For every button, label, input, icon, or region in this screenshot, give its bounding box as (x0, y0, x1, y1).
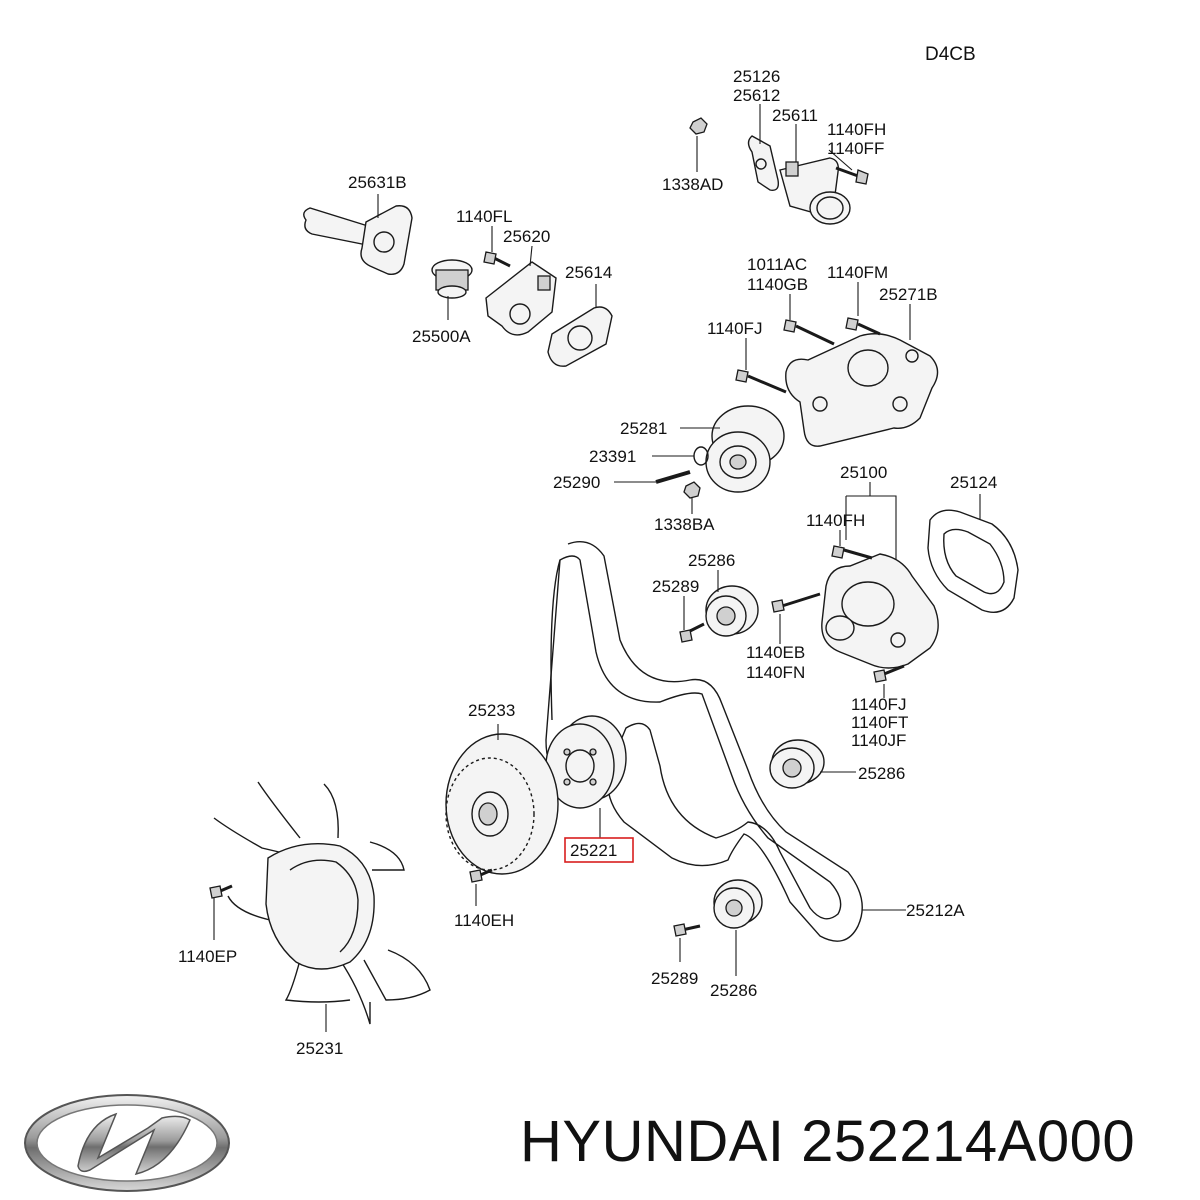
callout-25212A: 25212A (906, 901, 965, 920)
cooling-fan-25231 (213, 781, 431, 1025)
callout-1140FF: 1140FF (827, 139, 884, 158)
callout-25271B: 25271B (879, 285, 938, 304)
callout-25289-upper: 25289 (652, 577, 699, 596)
callout-25500A: 25500A (412, 327, 471, 346)
callout-1140FL: 1140FL (456, 207, 512, 226)
bolt-1140FH-mid (831, 545, 873, 560)
callout-25233: 25233 (468, 701, 515, 720)
tensioner-assembly-25281 (705, 405, 785, 493)
bolt-25289-lower (673, 923, 701, 937)
callout-25612: 25612 (733, 86, 780, 105)
bolt-1140FJ-upper (735, 369, 787, 394)
footer-title: HYUNDAI 252214A000 (520, 1109, 1136, 1174)
tensioner-bracket-25271B (785, 333, 939, 447)
callout-1140FH-top: 1140FH (827, 120, 886, 139)
bolt-25289-upper (679, 622, 705, 643)
callout-25100: 25100 (840, 463, 887, 482)
gasket-25614 (547, 306, 613, 367)
coolant-inlet-pipe-25631B (303, 205, 413, 275)
idler-pulley-25286-lower (713, 879, 763, 929)
footer: HYUNDAI 252214A000 (0, 1080, 1200, 1200)
engine-code-label: D4CB (925, 44, 976, 65)
bolt-1011AC (783, 319, 835, 346)
callout-25126: 25126 (733, 67, 780, 86)
callout-1140FN: 1140FN (746, 663, 805, 682)
callout-25286-lower: 25286 (710, 981, 757, 1000)
callout-25614: 25614 (565, 263, 612, 282)
callout-1011AC: 1011AC (747, 255, 807, 274)
callout-1140EH: 1140EH (454, 911, 514, 930)
fan-clutch-25233 (445, 733, 559, 875)
nut-1338BA (683, 481, 701, 499)
callout-1140FJ-lower: 1140FJ (851, 695, 906, 714)
callout-25221: 25221 (570, 841, 617, 860)
callout-1140EB: 1140EB (746, 643, 805, 662)
callout-25289-lower: 25289 (651, 969, 698, 988)
thermostat-housing-outlet (747, 135, 851, 225)
water-pump-25100 (821, 553, 939, 669)
callout-25620: 25620 (503, 227, 550, 246)
callout-25281: 25281 (620, 419, 667, 438)
idler-pulley-25286-mid (769, 739, 825, 789)
callout-25286-mid: 25286 (858, 764, 905, 783)
bolt-25290 (655, 470, 691, 484)
callout-1140EP: 1140EP (178, 947, 237, 966)
callout-1140JF: 1140JF (851, 731, 906, 750)
bolt-1338AD (689, 117, 708, 135)
callout-1338AD: 1338AD (662, 175, 723, 194)
drive-belt-25212A (545, 541, 863, 942)
callout-1140FJ-upper: 1140FJ (707, 319, 762, 338)
thermostat-25500A (431, 259, 473, 299)
highlight-box-25221 (564, 837, 634, 863)
exploded-parts-diagram: D4CB 25126 25612 25611 1140FH 1140FF 133… (178, 44, 1019, 1058)
bolt-1140EP (209, 884, 233, 899)
callout-1140FT: 1140FT (851, 713, 908, 732)
callout-1140FH-mid: 1140FH (806, 511, 865, 530)
bolt-1140FL (483, 251, 511, 268)
bolt-1140FM (845, 317, 881, 336)
callout-23391: 23391 (589, 447, 636, 466)
callout-25231: 25231 (296, 1039, 343, 1058)
callout-1140FM: 1140FM (827, 263, 888, 282)
pulley-25221 (545, 715, 627, 809)
bolt-1140EB (771, 592, 821, 613)
idler-pulley-25286-upper (705, 585, 759, 637)
thermostat-housing-25620 (485, 261, 557, 336)
hyundai-logo-icon (24, 1094, 230, 1192)
callout-25611: 25611 (772, 106, 818, 125)
callout-25631B: 25631B (348, 173, 407, 192)
bolt-1140FH-top (835, 166, 869, 185)
bolt-1140EH (469, 868, 493, 883)
callout-25290: 25290 (553, 473, 600, 492)
bolt-1140FJ-lower (873, 664, 905, 683)
callout-25124: 25124 (950, 473, 997, 492)
callout-25286-upper: 25286 (688, 551, 735, 570)
callout-1338BA: 1338BA (654, 515, 715, 534)
callout-1140GB: 1140GB (747, 275, 808, 294)
gasket-25124 (927, 509, 1019, 613)
